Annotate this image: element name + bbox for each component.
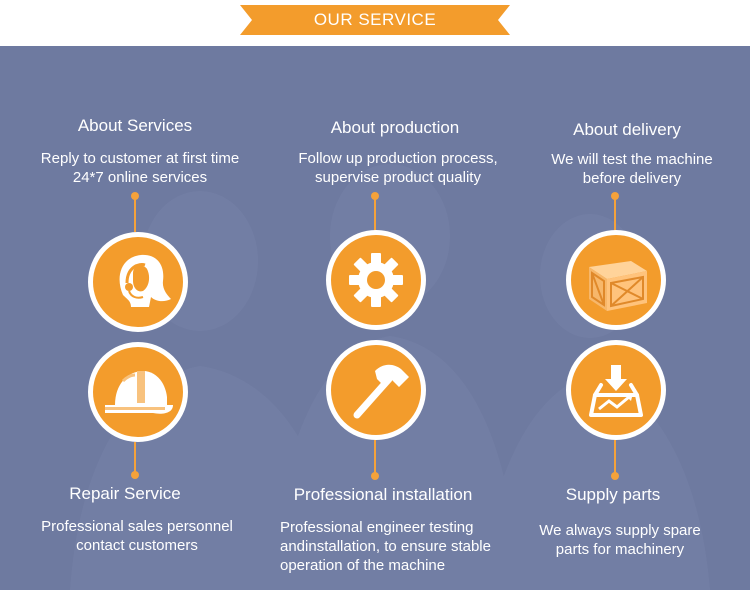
connector-dot bbox=[131, 471, 139, 479]
about-delivery-desc: We will test the machine before delivery bbox=[507, 150, 750, 188]
about-delivery-desc-line1: We will test the machine bbox=[551, 151, 713, 168]
supply-parts-desc-line2: parts for machinery bbox=[555, 541, 685, 558]
about-delivery-title: About delivery bbox=[573, 120, 681, 139]
professional-installation-badge bbox=[326, 340, 426, 440]
wooden-crate-icon bbox=[589, 261, 647, 311]
about-services-desc-line1: Reply to customer at first time bbox=[40, 150, 240, 167]
about-services-desc: Reply to customer at first time 24*7 onl… bbox=[15, 149, 265, 187]
repair-service-desc-line1: Professional sales personnel bbox=[41, 518, 233, 535]
about-production-desc: Follow up production process, supervise … bbox=[273, 149, 523, 187]
supply-parts-title: Supply parts bbox=[565, 485, 661, 504]
connector-line bbox=[614, 196, 616, 232]
header-bar: OUR SERVICE bbox=[0, 0, 750, 46]
about-delivery-desc-line2: before delivery bbox=[582, 170, 682, 187]
repair-service-title: Repair Service bbox=[69, 484, 181, 503]
connector-line bbox=[374, 440, 376, 474]
about-services-title: About Services bbox=[77, 116, 193, 135]
connector-dot bbox=[611, 472, 619, 480]
ribbon-banner bbox=[240, 5, 510, 35]
connector-line bbox=[614, 440, 616, 474]
repair-service-desc-line2: contact customers bbox=[76, 537, 198, 554]
connector-dot bbox=[371, 472, 379, 480]
about-production-desc-line2: supervise product quality bbox=[315, 169, 481, 186]
professional-installation-desc-line3: operation of the machine bbox=[280, 557, 446, 574]
customer-support-icon bbox=[119, 254, 171, 307]
connector-line bbox=[134, 196, 136, 232]
connector-line bbox=[374, 196, 376, 232]
professional-installation-title: Professional installation bbox=[293, 485, 473, 504]
about-production-badge bbox=[326, 230, 426, 330]
gear-icon bbox=[349, 253, 403, 307]
hammer-icon bbox=[353, 364, 409, 419]
section-title: OUR SERVICE bbox=[313, 10, 437, 29]
hard-hat-icon bbox=[105, 371, 173, 414]
supply-parts-desc: We always supply spare parts for machine… bbox=[495, 521, 745, 559]
professional-installation-desc: Professional engineer testing andinstall… bbox=[270, 518, 520, 575]
supply-parts-desc-line1: We always supply spare bbox=[539, 522, 701, 539]
professional-installation-desc-line2: andinstallation, to ensure stable bbox=[280, 538, 491, 555]
about-services-badge bbox=[88, 232, 188, 332]
repair-service-badge bbox=[88, 342, 188, 442]
about-delivery-badge bbox=[566, 230, 666, 330]
supply-parts-badge bbox=[566, 340, 666, 440]
professional-installation-desc-line1: Professional engineer testing bbox=[280, 519, 474, 536]
about-services-desc-line2: 24*7 online services bbox=[72, 169, 208, 186]
services-panel: About Services Reply to customer at firs… bbox=[0, 46, 750, 590]
repair-service-desc: Professional sales personnel contact cus… bbox=[12, 517, 262, 555]
about-production-desc-line1: Follow up production process, bbox=[298, 150, 498, 167]
inbox-download-icon bbox=[589, 365, 643, 417]
about-production-title: About production bbox=[330, 118, 460, 137]
connector-line bbox=[134, 442, 136, 474]
